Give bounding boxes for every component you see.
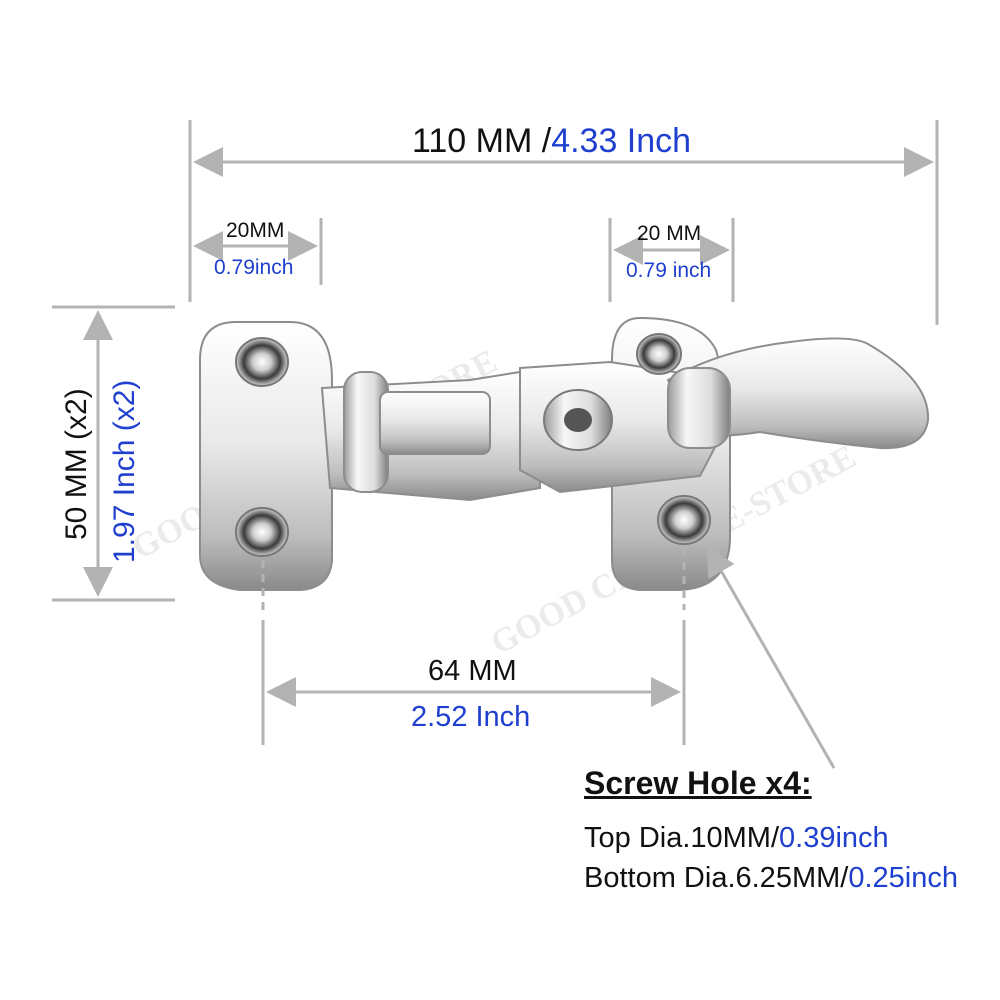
screw-hole bbox=[657, 495, 711, 545]
height-mm: 50 MM (x2) bbox=[60, 388, 93, 540]
screw-top-dia: Top Dia.10MM/0.39inch bbox=[584, 822, 889, 855]
left-tab-inch: 0.79inch bbox=[214, 256, 294, 279]
screw-bottom-dia-mm: Bottom Dia.6.25MM/ bbox=[584, 862, 849, 894]
screw-top-dia-inch: 0.39inch bbox=[779, 822, 889, 854]
total-width-mm: 110 MM / bbox=[412, 122, 552, 160]
total-width-inch: 4.33 Inch bbox=[551, 122, 692, 160]
screw-top-dia-mm: Top Dia.10MM/ bbox=[584, 822, 780, 854]
hole-spacing-mm: 64 MM bbox=[428, 655, 517, 687]
screw-hole bbox=[636, 333, 682, 375]
cam-pivot-hole bbox=[564, 408, 592, 432]
screw-hole-title: Screw Hole x4: bbox=[584, 765, 812, 801]
hole-spacing-inch: 2.52 Inch bbox=[411, 701, 531, 733]
screw-hole-pointer bbox=[706, 545, 836, 769]
screw-bottom-dia-inch: 0.25inch bbox=[848, 862, 958, 894]
right-tab-inch: 0.79 inch bbox=[626, 259, 712, 282]
screw-hole bbox=[235, 507, 289, 557]
total-width-label: 110 MM /4.33 Inch bbox=[412, 122, 691, 161]
screw-hole bbox=[235, 337, 289, 387]
latch-lever bbox=[666, 337, 930, 450]
lever-pivot-barrel bbox=[667, 367, 731, 449]
height-inch: 1.97 Inch (x2) bbox=[108, 379, 141, 563]
hinge-arm bbox=[379, 391, 491, 455]
dimension-lines bbox=[52, 120, 939, 769]
left-tab-mm: 20MM bbox=[226, 219, 285, 242]
right-tab-mm: 20 MM bbox=[637, 222, 702, 245]
left-base-plate bbox=[199, 321, 333, 591]
screw-bottom-dia: Bottom Dia.6.25MM/0.25inch bbox=[584, 862, 958, 895]
latch-hardware bbox=[199, 316, 930, 591]
